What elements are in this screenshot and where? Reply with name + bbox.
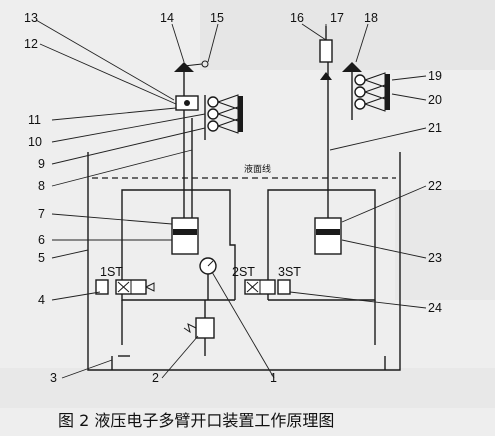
left-anchor-3 xyxy=(238,120,243,132)
leader-1 xyxy=(211,271,275,379)
oil-tank xyxy=(87,152,401,371)
callout-23: 23 xyxy=(428,251,442,265)
right-heald-group xyxy=(342,62,390,120)
callout-11: 11 xyxy=(28,113,41,127)
callout-15: 15 xyxy=(210,11,224,25)
relief-spring xyxy=(183,323,197,334)
leader-13 xyxy=(35,19,175,101)
left-piston xyxy=(173,229,197,235)
callout-13: 13 xyxy=(24,11,38,25)
leader-7 xyxy=(51,213,173,225)
pump xyxy=(195,317,215,339)
valve-1st-label: 1ST xyxy=(100,265,123,279)
callout-8: 8 xyxy=(38,179,45,193)
right-piston xyxy=(316,229,340,235)
callout-4: 4 xyxy=(38,293,45,307)
callout-14: 14 xyxy=(160,11,174,25)
callout-18: 18 xyxy=(364,11,378,25)
figure-caption: 图 2 液压电子多臂开口装置工作原理图 xyxy=(58,411,334,430)
callout-21: 21 xyxy=(428,121,442,135)
right-frame xyxy=(267,189,376,300)
right-roller-1 xyxy=(354,74,366,86)
leader-11 xyxy=(51,107,177,121)
leader-23 xyxy=(341,239,427,259)
callout-20: 20 xyxy=(428,93,442,107)
leader-22 xyxy=(341,185,427,223)
leader-20 xyxy=(391,93,427,101)
leader-16 xyxy=(301,23,327,41)
leader-12 xyxy=(39,43,177,105)
right-roller-3 xyxy=(354,98,366,110)
callout-6: 6 xyxy=(38,233,45,247)
callout-9: 9 xyxy=(38,157,45,171)
right-roller-2 xyxy=(354,86,366,98)
right-sensor-block xyxy=(319,39,333,63)
leader-4 xyxy=(51,291,101,301)
leader-21 xyxy=(329,127,427,151)
left-anchor-2 xyxy=(238,108,243,120)
callout-2: 2 xyxy=(152,371,159,385)
valve-2st-arrow-b xyxy=(246,281,259,293)
callout-3: 3 xyxy=(50,371,57,385)
callout-1: 1 xyxy=(270,371,277,385)
callout-16: 16 xyxy=(290,11,304,25)
valve-2st-3st: 2ST 3ST xyxy=(232,265,301,295)
left-pivot-pin xyxy=(184,100,190,106)
leader-9 xyxy=(51,127,206,165)
right-hook xyxy=(320,72,332,80)
callout-numbers: 13 12 11 10 9 8 7 6 5 4 3 2 1 14 15 16 1… xyxy=(24,11,442,385)
leader-18 xyxy=(355,23,369,63)
left-hook-link xyxy=(183,63,203,67)
leader-2 xyxy=(161,335,199,379)
gauge-needle xyxy=(207,260,214,267)
right-anchor-2 xyxy=(385,86,390,98)
left-hook xyxy=(174,62,194,72)
leader-15 xyxy=(207,23,219,63)
left-heald-group xyxy=(204,94,243,140)
leader-3 xyxy=(61,359,113,379)
right-cylinder xyxy=(314,217,342,255)
callout-leaders xyxy=(35,19,427,379)
left-roller-2 xyxy=(207,108,219,120)
leader-8 xyxy=(51,149,193,187)
leader-19 xyxy=(391,75,427,81)
callout-17: 17 xyxy=(330,11,344,25)
right-anchor-3 xyxy=(385,98,390,110)
leader-24 xyxy=(289,291,427,309)
valve-1st-coil xyxy=(95,279,109,295)
leader-14 xyxy=(171,23,185,63)
left-cylinder xyxy=(171,217,199,255)
left-roller-1 xyxy=(207,96,219,108)
left-roller-3 xyxy=(207,120,219,132)
callout-10: 10 xyxy=(28,135,42,149)
left-anchor-1 xyxy=(238,96,243,108)
callout-5: 5 xyxy=(38,251,45,265)
left-frame xyxy=(121,189,236,300)
valve-1st-arrow-b xyxy=(117,281,130,293)
callout-24: 24 xyxy=(428,301,442,315)
oil-level-label: 液面线 xyxy=(244,163,271,175)
valve-3st-label: 3ST xyxy=(278,265,301,279)
leader-10 xyxy=(51,113,206,143)
callout-7: 7 xyxy=(38,207,45,221)
callout-12: 12 xyxy=(24,37,38,51)
leader-5 xyxy=(51,249,89,259)
callout-19: 19 xyxy=(428,69,442,83)
right-top-hook xyxy=(342,62,362,72)
valve-1st: 1ST xyxy=(95,265,155,295)
valve-2st-label: 2ST xyxy=(232,265,255,279)
valve-1st-spring xyxy=(145,282,155,292)
valve-3st-coil xyxy=(277,279,291,295)
callout-22: 22 xyxy=(428,179,442,193)
right-anchor-1 xyxy=(385,74,390,86)
